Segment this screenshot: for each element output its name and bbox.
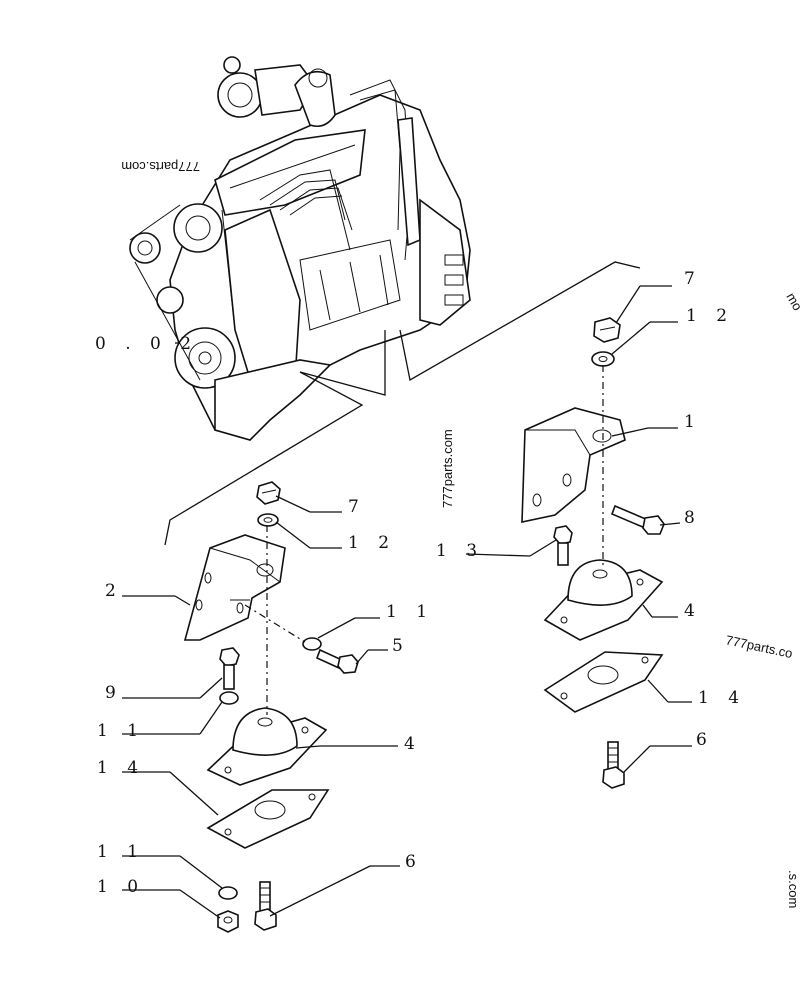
right-bracket — [521, 407, 626, 523]
right-mount — [543, 559, 664, 641]
callout-right-bracket: 1 — [684, 412, 702, 432]
callout-right-mount: 4 — [684, 601, 702, 621]
left-small-washer — [302, 637, 322, 651]
watermark-vertical: 777parts.com — [440, 429, 455, 508]
left-leader-line — [164, 371, 364, 546]
left-washer — [257, 513, 279, 527]
callout-left-washer-b: 1 1 — [97, 721, 145, 741]
right-leader-line — [399, 261, 641, 382]
left-bolt — [315, 648, 359, 674]
left-short-bolt — [219, 647, 240, 690]
callout-right-bolt: 8 — [684, 508, 702, 528]
callout-right-short-bolt: 1 3 — [436, 541, 484, 561]
engine-illustration — [129, 56, 471, 441]
right-nut — [593, 317, 621, 343]
callout-right-washer: 1 2 — [686, 306, 734, 326]
callout-left-nut: 7 — [348, 497, 366, 517]
right-short-bolt — [553, 525, 573, 566]
right-stud — [602, 741, 625, 789]
left-bracket — [183, 534, 286, 641]
watermark-edge-top: mo — [783, 290, 800, 313]
bottom-stud — [254, 881, 277, 931]
left-leader-line-b — [299, 330, 386, 396]
left-plate — [206, 789, 330, 849]
callout-left-plate: 1 4 — [97, 758, 145, 778]
watermark-mirrored: 777parts.com — [121, 159, 200, 174]
callout-leaders — [122, 285, 692, 919]
watermark-right: 777parts.co — [724, 632, 794, 661]
callout-left-small-washer: 1 1 — [386, 602, 434, 622]
callout-right-nut: 7 — [684, 269, 702, 289]
left-nut — [256, 481, 281, 505]
right-bolt — [610, 504, 665, 535]
watermark-edge-bottom: .s.com — [786, 870, 800, 908]
callout-bottom-washer: 1 1 — [97, 842, 145, 862]
left-bolt-axis — [244, 604, 306, 643]
right-washer — [591, 351, 615, 367]
callout-left-mount: 4 — [404, 734, 422, 754]
callout-left-bolt: 5 — [392, 636, 410, 656]
callout-left-short-bolt: 9 — [105, 683, 123, 703]
callout-right-stud: 6 — [696, 730, 714, 750]
callout-left-bracket: 2 — [105, 581, 123, 601]
bottom-nut — [217, 910, 239, 933]
bottom-washer — [218, 886, 238, 900]
callout-bottom-stud: 6 — [405, 852, 423, 872]
right-plate — [543, 651, 664, 713]
callout-right-plate: 1 4 — [698, 688, 746, 708]
callout-engine-ref: 0 . 0 2 — [95, 334, 198, 354]
callout-bottom-nut: 1 0 — [97, 877, 145, 897]
left-mount — [206, 707, 328, 786]
callout-left-washer: 1 2 — [348, 533, 396, 553]
left-washer-b — [219, 691, 239, 705]
